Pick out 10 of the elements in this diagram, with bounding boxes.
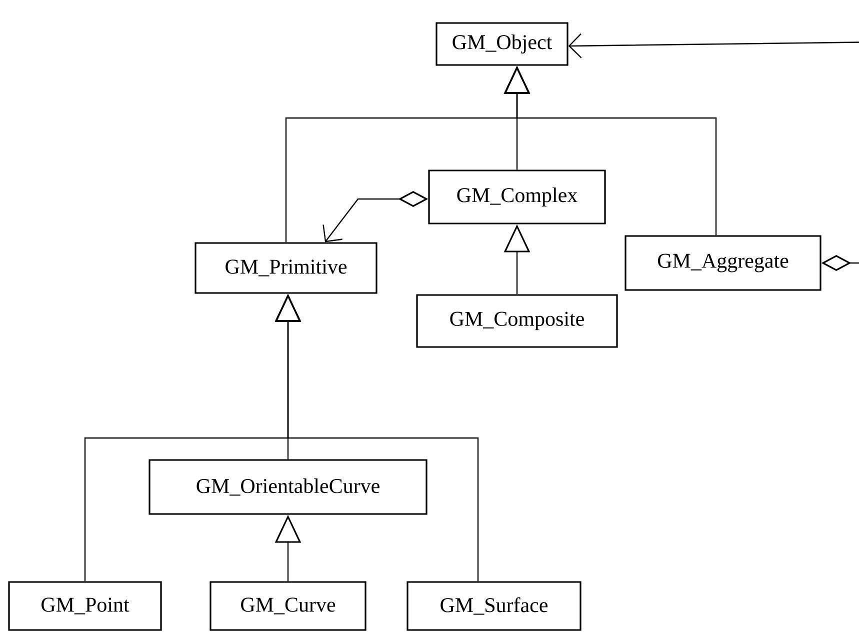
- class-box: GM_Object: [436, 22, 568, 66]
- class-box: GM_Point: [8, 581, 162, 631]
- class-box: GM_Curve: [210, 581, 366, 631]
- class-box: GM_Primitive: [194, 242, 378, 294]
- aggregation-arrow: [568, 33, 859, 271]
- class-box: GM_OrientableCurve: [148, 459, 428, 515]
- class-box: GM_Surface: [406, 581, 582, 631]
- class-box: GM_Aggregate: [624, 235, 822, 291]
- class-box: GM_Complex: [428, 170, 606, 224]
- class-box: GM_Composite: [416, 294, 618, 348]
